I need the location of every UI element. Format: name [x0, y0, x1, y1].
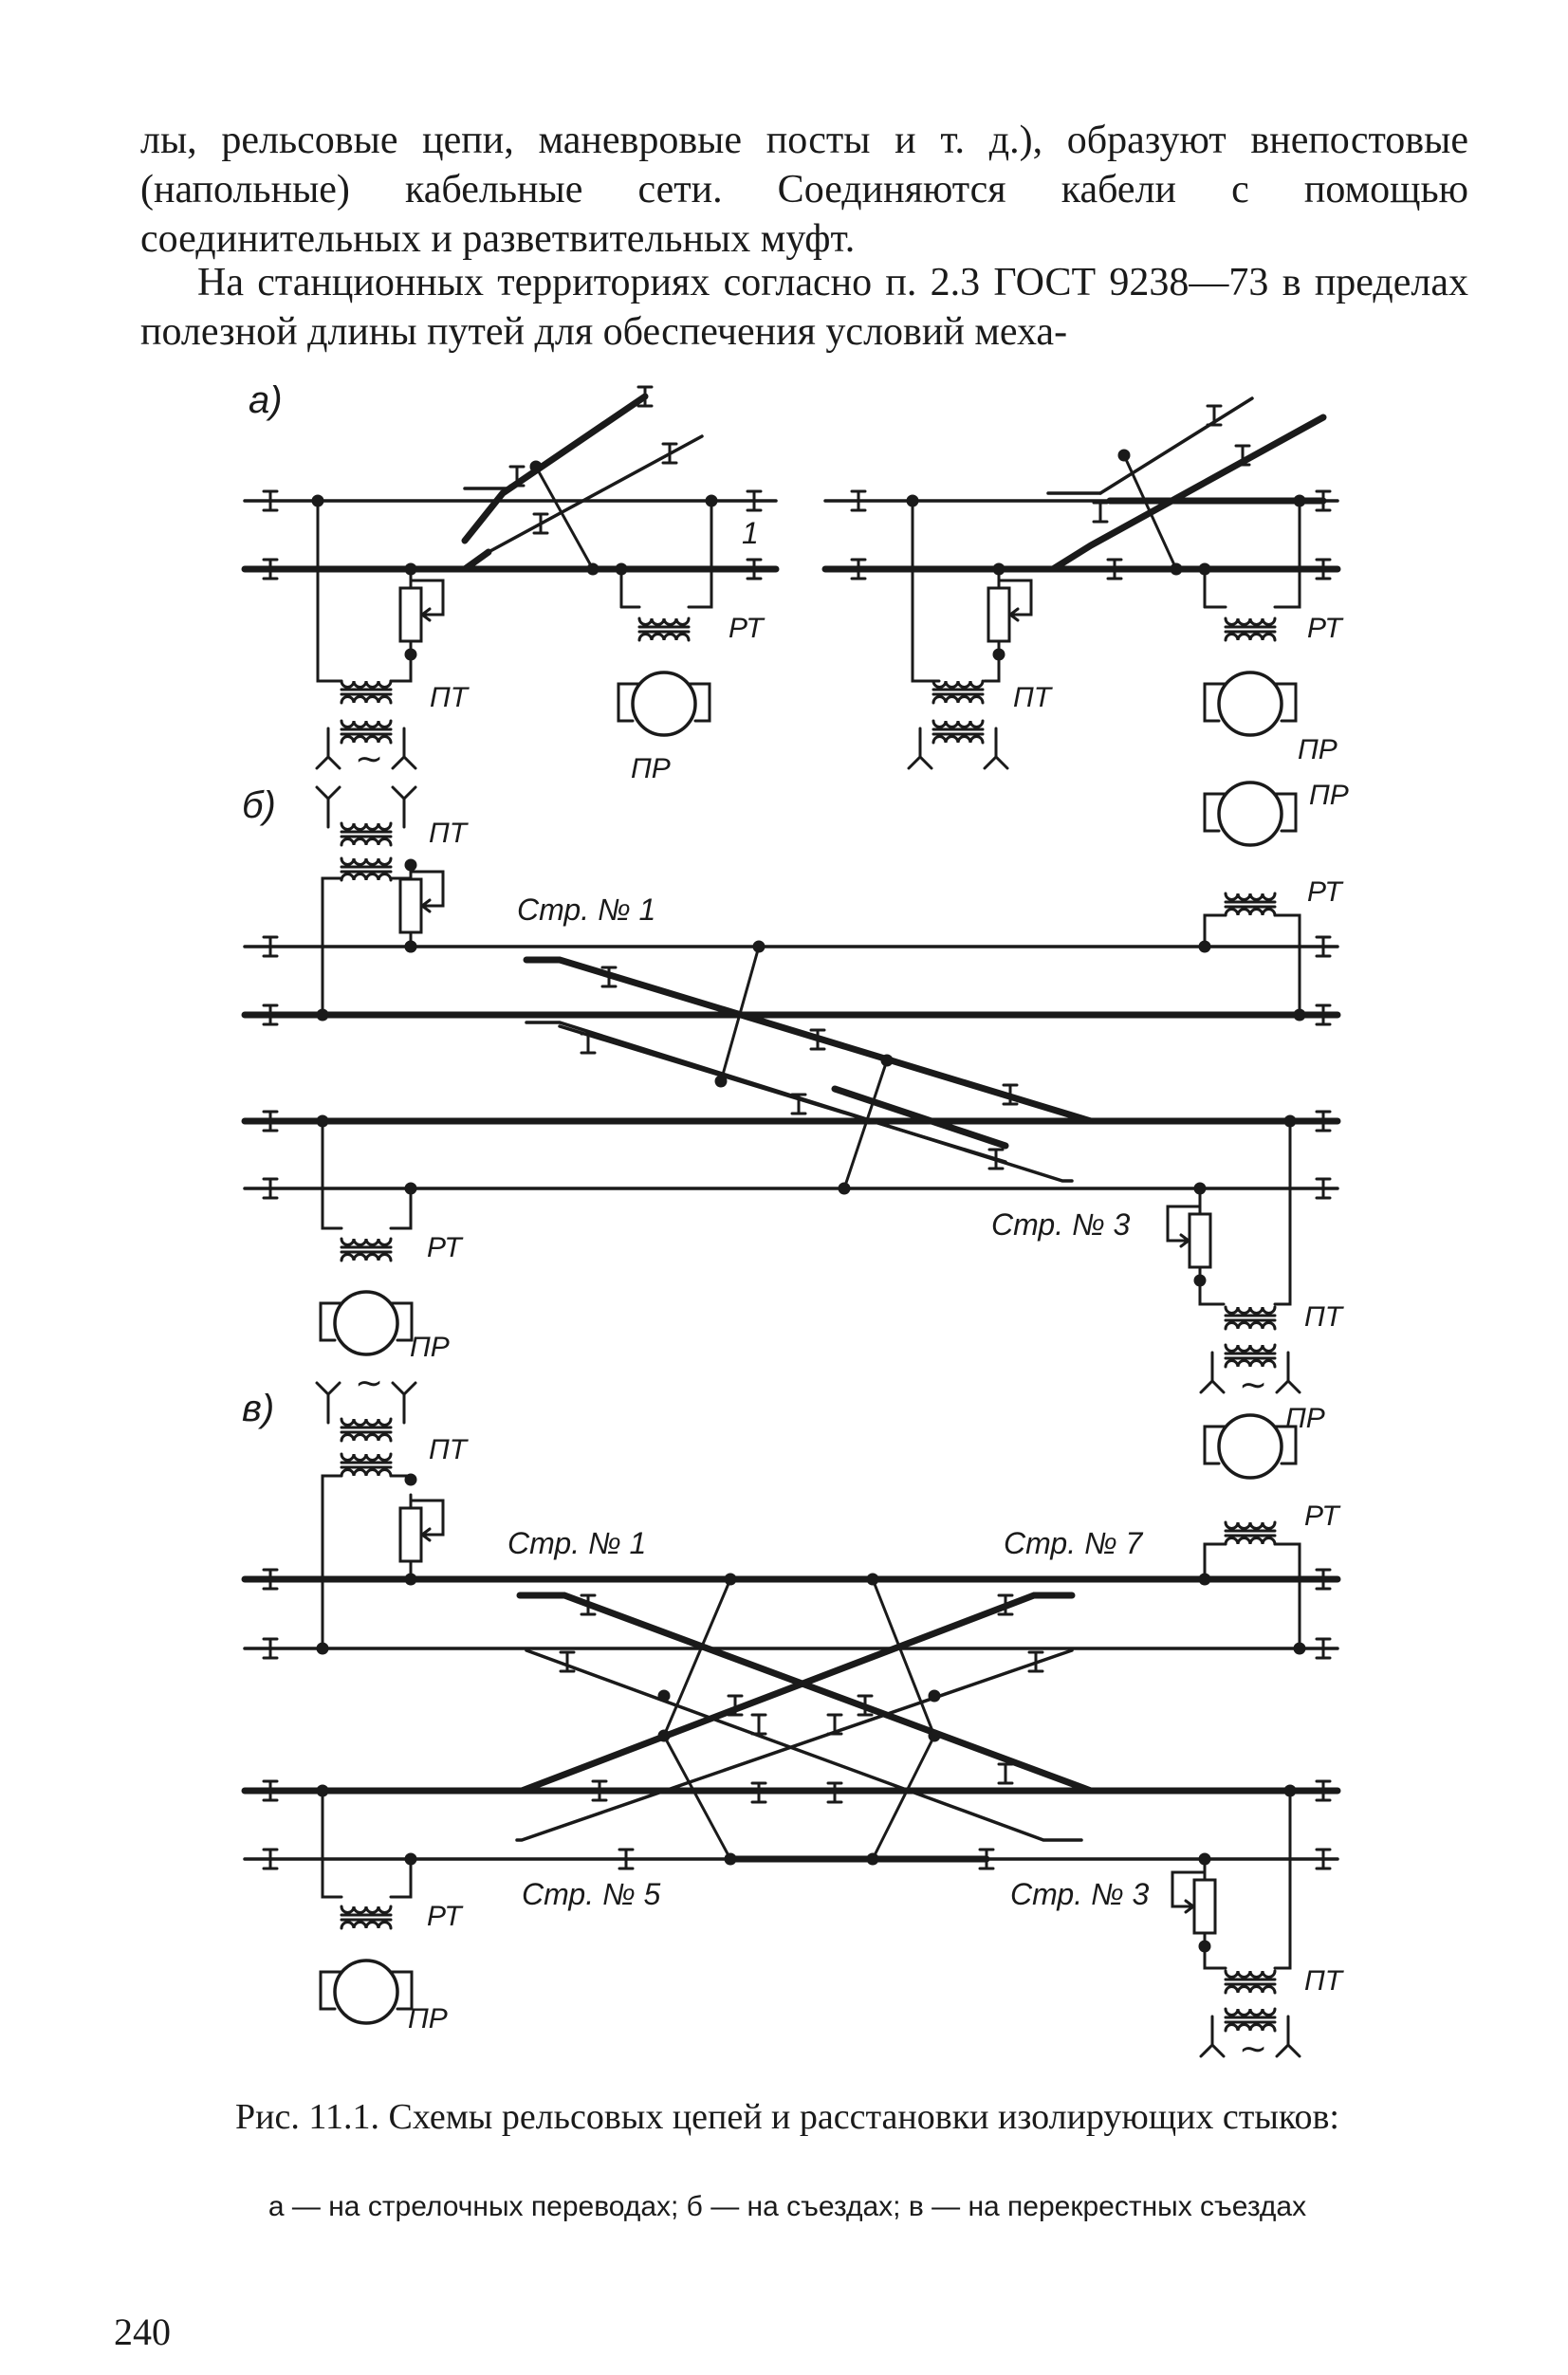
panel-a: а) ∼ [241, 379, 1344, 784]
pr-label: ПР [1309, 780, 1349, 811]
switch-5-label: Стр. № 5 [522, 1877, 661, 1911]
rt-label: РТ [729, 613, 766, 644]
pt-label: ПТ [430, 682, 470, 713]
pt-label: ПТ [1013, 682, 1054, 713]
rt-label: РТ [427, 1232, 464, 1263]
pt-label: ПТ [1304, 1301, 1345, 1333]
body-text-paragraph-2: На станционных территориях согласно п. 2… [140, 261, 1468, 354]
pt-label: ПТ [429, 1434, 470, 1465]
switch-1-label: Стр. № 1 [517, 893, 655, 927]
ac-symbol: ∼ [1239, 2029, 1267, 2068]
panel-a-label: а) [249, 379, 283, 421]
rt-label: РТ [1307, 876, 1344, 908]
ac-symbol: ∼ [355, 739, 383, 778]
ac-symbol: ∼ [355, 1363, 383, 1402]
rt-label: РТ [427, 1901, 464, 1932]
body-text-paragraph-1: лы, рельсовые цепи, маневровые посты и т… [140, 119, 1468, 261]
switch-3-label: Стр. № 3 [991, 1207, 1131, 1242]
figure-caption: Рис. 11.1. Схемы рельсовых цепей и расст… [235, 2097, 1339, 2137]
panel-b-label: б) [242, 784, 276, 826]
pt-label: ПТ [429, 818, 470, 849]
rt-label: РТ [1304, 1500, 1341, 1532]
pr-label: ПР [1298, 734, 1337, 765]
track-number: 1 [742, 516, 759, 550]
page-number: 240 [114, 2311, 171, 2353]
pr-label: ПР [1285, 1403, 1325, 1434]
switch-7-label: Стр. № 7 [1004, 1526, 1144, 1560]
pr-label: ПР [408, 2003, 448, 2034]
switch-1-label: Стр. № 1 [507, 1526, 646, 1560]
panel-b: б) ПТ [241, 780, 1349, 1404]
figure-legend: а — на стрелочных переводах; б — на съез… [267, 2191, 1307, 2222]
pr-label: ПР [410, 1332, 450, 1363]
panel-v-label: в) [242, 1388, 274, 1429]
panel-v: в) ∼ ПТ [241, 1363, 1345, 2068]
switch-3-label: Стр. № 3 [1010, 1877, 1150, 1911]
rt-label: РТ [1307, 613, 1344, 644]
ac-symbol: ∼ [1239, 1365, 1267, 1404]
pt-label: ПТ [1304, 1965, 1345, 1997]
pr-label: ПР [631, 753, 671, 784]
